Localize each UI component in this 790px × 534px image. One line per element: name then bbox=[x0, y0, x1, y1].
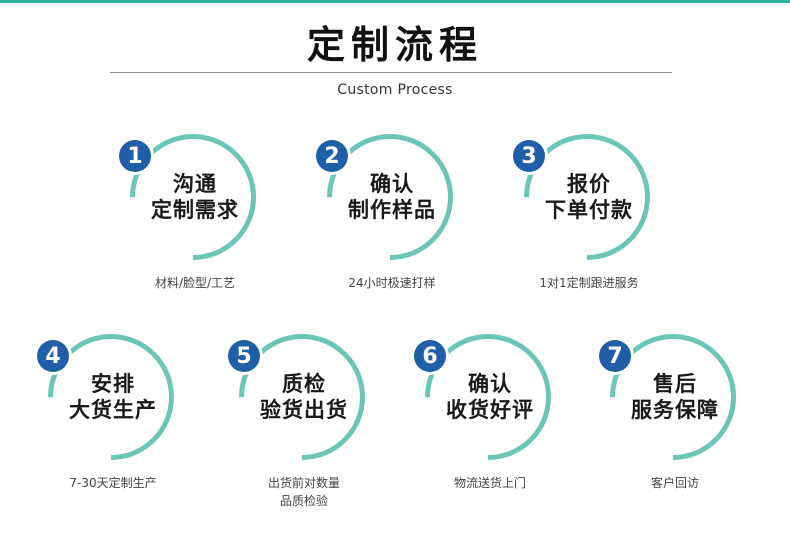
step-number-badge: 3 bbox=[513, 140, 545, 172]
step-number-badge: 2 bbox=[316, 140, 348, 172]
step-caption: 客户回访 bbox=[650, 476, 699, 490]
page-subtitle: Custom Process bbox=[337, 82, 453, 98]
step-caption: 24小时极速打样 bbox=[348, 276, 436, 290]
process-step-5: 质检 验货出货 5 出货前对数量 品质检验 bbox=[212, 307, 392, 534]
step-number-badge: 4 bbox=[37, 340, 69, 372]
top-accent-stripe bbox=[0, 0, 790, 3]
step-number-badge: 6 bbox=[414, 340, 446, 372]
page-title: 定制流程 bbox=[306, 23, 483, 67]
step-title: 确认 收货好评 bbox=[446, 372, 534, 422]
step-caption: 7-30天定制生产 bbox=[69, 476, 157, 490]
process-step-3: 报价 下单付款 3 1对1定制跟进服务 bbox=[497, 107, 677, 334]
process-step-7: 售后 服务保障 7 客户回访 bbox=[583, 307, 763, 534]
step-title: 沟通 定制需求 bbox=[151, 172, 239, 222]
step-caption: 1对1定制跟进服务 bbox=[539, 276, 639, 290]
process-step-4: 安排 大货生产 4 7-30天定制生产 bbox=[21, 307, 201, 534]
step-title: 售后 服务保障 bbox=[631, 372, 719, 422]
step-caption: 材料/脸型/工艺 bbox=[154, 276, 236, 290]
step-caption: 物流送货上门 bbox=[453, 476, 526, 490]
step-number-badge: 1 bbox=[119, 140, 151, 172]
process-step-6: 确认 收货好评 6 物流送货上门 bbox=[398, 307, 578, 534]
process-step-2: 确认 制作样品 2 24小时极速打样 bbox=[300, 107, 480, 334]
step-caption: 出货前对数量 品质检验 bbox=[267, 476, 340, 508]
step-title: 安排 大货生产 bbox=[69, 372, 157, 422]
step-title: 确认 制作样品 bbox=[348, 172, 436, 222]
step-title: 报价 下单付款 bbox=[545, 172, 633, 222]
process-step-1: 沟通 定制需求 1 材料/脸型/工艺 bbox=[103, 107, 283, 334]
title-divider bbox=[110, 72, 672, 73]
step-title: 质检 验货出货 bbox=[260, 372, 348, 422]
step-number-badge: 5 bbox=[228, 340, 260, 372]
step-number-badge: 7 bbox=[599, 340, 631, 372]
